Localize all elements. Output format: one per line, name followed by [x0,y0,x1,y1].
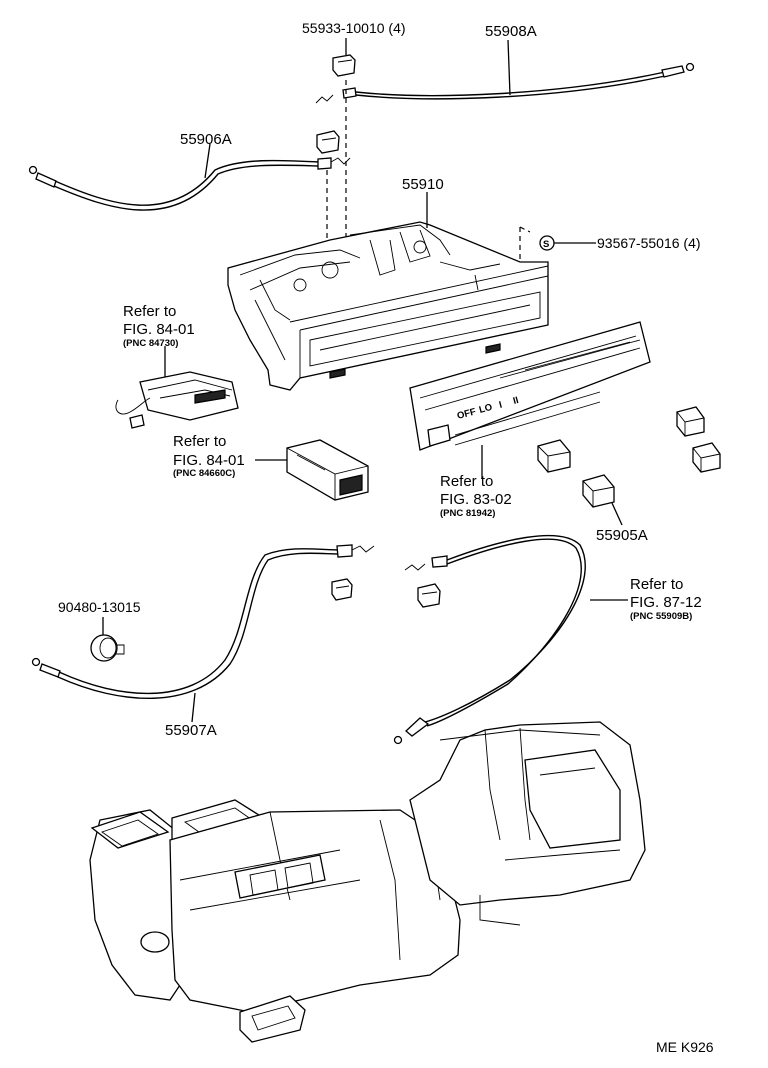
knob-4 [582,474,623,526]
clip-55933 [332,38,356,77]
ref4-line2: FIG. 87-12 [630,594,702,611]
ref1-line1: Refer to [123,303,176,320]
clip-lower-1 [331,578,353,601]
ac-switch [286,439,369,501]
footer-code: ME K926 [656,1039,714,1055]
label-55908a: 55908A [485,23,537,40]
ref1-line2: FIG. 84-01 [123,321,195,338]
ref3-line2: FIG. 83-02 [440,491,512,508]
panel-i: I [498,400,503,411]
cable-55906a [28,143,351,211]
panel-ii: II [512,395,520,407]
label-55907a: 55907A [165,722,217,739]
ref3-line3: (PNC 81942) [440,508,495,519]
ref1-line3: (PNC 84730) [123,338,178,349]
ref2-line3: (PNC 84660C) [173,468,235,479]
clip-lower-2 [417,583,441,608]
blower-switch [115,371,239,429]
control-panel-face: OFF LO I II [409,321,651,478]
grommet-90480 [90,634,125,662]
screw-93567: S [539,235,596,251]
control-base-55910 [227,192,549,391]
label-55906a: 55906A [180,131,232,148]
panel-off: OFF [456,406,477,422]
knob-2 [692,442,721,473]
ref3-line1: Refer to [440,473,493,490]
cable-55907a [31,544,375,723]
ref4-line1: Refer to [630,576,683,593]
ref2-line1: Refer to [173,433,226,450]
ref2-line2: FIG. 84-01 [173,452,245,469]
cable-55908a [315,39,695,104]
s-mark: S [543,239,549,250]
label-55910: 55910 [402,176,444,193]
knob-3 [537,439,571,473]
label-55933: 55933-10010 (4) [302,20,406,36]
panel-lo: LO [478,402,494,416]
ref4-line3: (PNC 55909B) [630,611,692,622]
label-55905a: 55905A [596,527,648,544]
label-93567: 93567-55016 (4) [597,235,701,251]
cable-55909b [393,534,628,745]
knob-1 [676,406,705,437]
heater-unit [89,721,646,1043]
label-90480: 90480-13015 [58,599,141,615]
clip-upper [316,130,340,154]
